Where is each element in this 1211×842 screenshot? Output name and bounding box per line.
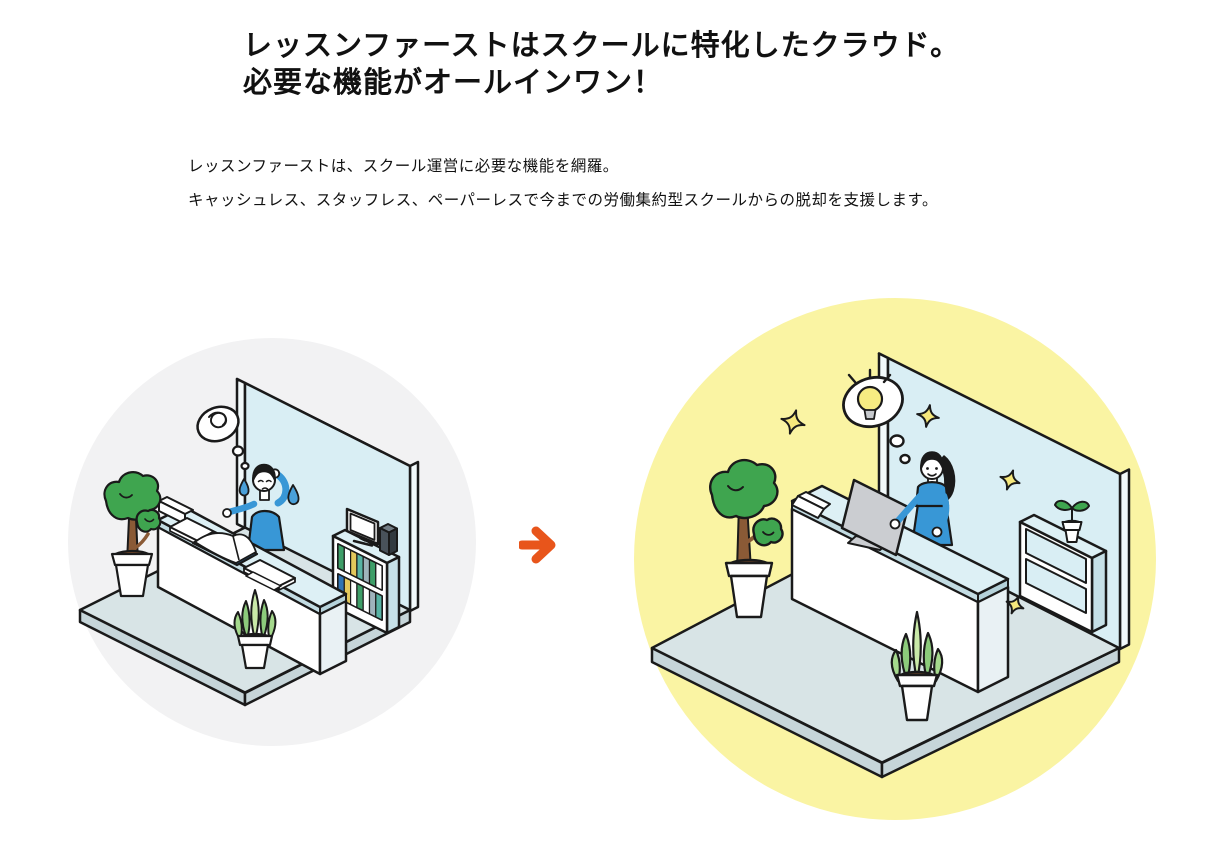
desktop-monitor-icon [840,478,910,557]
receptionist-arm [222,500,258,518]
speaker-icon [379,523,398,556]
receptionist-arm [889,492,950,538]
snake-plant-icon [233,589,277,670]
receptionist [246,463,290,552]
right-arrow-icon [519,526,565,564]
open-shelf [1018,513,1108,634]
before-illustration [75,320,475,720]
snake-plant-icon [890,610,944,722]
open-book-icon [191,530,259,567]
sparkle-icon [778,403,1026,616]
thought-bubble-scribble-icon [196,405,250,471]
page-description-line1: レッスンファーストは、スクール運営に必要な機能を網羅。 [188,158,619,175]
thought-bubble-lightbulb-icon [842,368,911,465]
potted-tree-icon [103,471,162,598]
page-title-line2: 必要な機能がオールインワン！ [243,67,664,99]
page-description-line2: キャッシュレス、スタッフレス、ペーパーレスで今までの労働集約型スクールからの脱却… [188,192,938,209]
monitor-icon [345,507,380,547]
card-stand-icon [791,491,831,519]
page-description: レッスンファーストは、スクール運営に必要な機能を網羅。 キャッシュレス、スタッフ… [188,150,938,218]
page-title: レッスンファーストはスクールに特化したクラウド。 必要な機能がオールインワン！ [243,28,960,102]
page-title-line1: レッスンファーストはスクールに特化したクラウド。 [243,30,961,62]
after-illustration [630,290,1150,810]
seedling-pot-icon [1054,499,1090,543]
paper-stack-icon [243,559,296,591]
potted-tree-icon [709,458,784,619]
sweat-drop-icon [238,478,300,506]
